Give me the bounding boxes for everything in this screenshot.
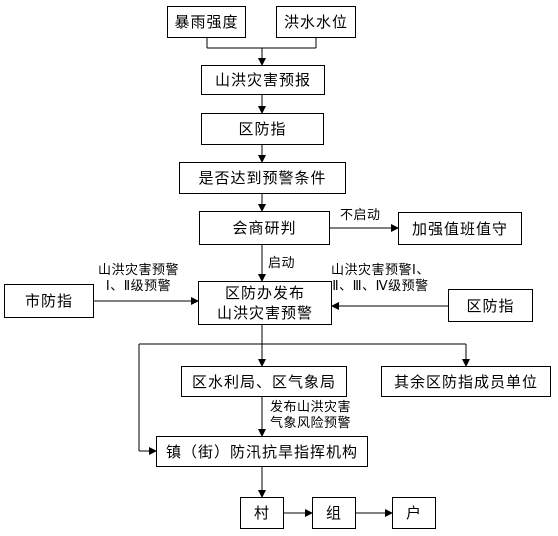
node-household: 户 (392, 497, 436, 529)
node-household-text: 户 (405, 504, 422, 522)
node-issue-warning: 区防办发布 山洪灾害预警 (198, 281, 332, 325)
node-town-hq-text: 镇（街）防汛抗旱指挥机构 (165, 442, 358, 461)
label-publish: 发布山洪灾害 气象风险预警 (270, 400, 351, 432)
node-flood-level: 洪水水位 (276, 6, 356, 38)
node-district-hq-top-text: 区防指 (238, 120, 287, 138)
node-group: 组 (312, 497, 356, 529)
node-warning-condition: 是否达到预警条件 (179, 162, 346, 194)
node-district-hq-right-text: 区防指 (466, 296, 515, 315)
node-issue-warning-line2: 山洪灾害预警 (216, 304, 313, 322)
node-district-hq-right: 区防指 (448, 289, 533, 322)
node-town-hq: 镇（街）防汛抗旱指挥机构 (156, 436, 368, 467)
label-left-warning-line2: Ⅰ、Ⅱ级预警 (105, 279, 172, 294)
node-village-text: 村 (253, 504, 270, 522)
node-warning-condition-text: 是否达到预警条件 (198, 169, 327, 187)
node-strengthen-duty: 加强值班值守 (398, 212, 522, 245)
label-publish-line1: 发布山洪灾害 (270, 400, 352, 415)
node-district-hq-top: 区防指 (201, 113, 324, 145)
node-group-text: 组 (325, 504, 342, 522)
node-village: 村 (240, 497, 284, 529)
label-publish-line2: 气象风险预警 (270, 416, 352, 431)
node-flood-level-text: 洪水水位 (283, 13, 348, 31)
label-right-warning: 山洪灾害预警Ⅰ、 Ⅱ、Ⅲ、Ⅳ级预警 (331, 263, 430, 295)
label-left-warning-line1: 山洪灾害预警 (98, 263, 180, 278)
node-flash-flood-forecast-text: 山洪灾害预报 (214, 71, 311, 89)
node-storm-intensity-text: 暴雨强度 (174, 13, 239, 31)
node-other-members: 其余区防指成员单位 (381, 366, 551, 397)
node-consultation-text: 会商研判 (232, 219, 297, 237)
label-not-activated: 不启动 (340, 208, 381, 223)
label-left-warning: 山洪灾害预警 Ⅰ、Ⅱ级预警 (98, 263, 179, 295)
node-strengthen-duty-text: 加强值班值守 (411, 219, 508, 238)
label-right-warning-line2: Ⅱ、Ⅲ、Ⅳ级预警 (332, 279, 429, 294)
node-water-meteo-bureau-text: 区水利局、区气象局 (191, 372, 336, 391)
label-activated: 启动 (268, 256, 296, 271)
node-water-meteo-bureau: 区水利局、区气象局 (181, 366, 347, 397)
label-right-warning-line1: 山洪灾害预警Ⅰ、 (331, 263, 430, 278)
node-other-members-text: 其余区防指成员单位 (393, 372, 538, 391)
node-issue-warning-line1: 区防办发布 (224, 284, 305, 302)
node-storm-intensity: 暴雨强度 (167, 6, 246, 38)
node-flash-flood-forecast: 山洪灾害预报 (201, 65, 325, 95)
node-city-hq-text: 市防指 (24, 292, 73, 310)
node-consultation: 会商研判 (199, 211, 330, 245)
node-city-hq: 市防指 (4, 284, 94, 318)
